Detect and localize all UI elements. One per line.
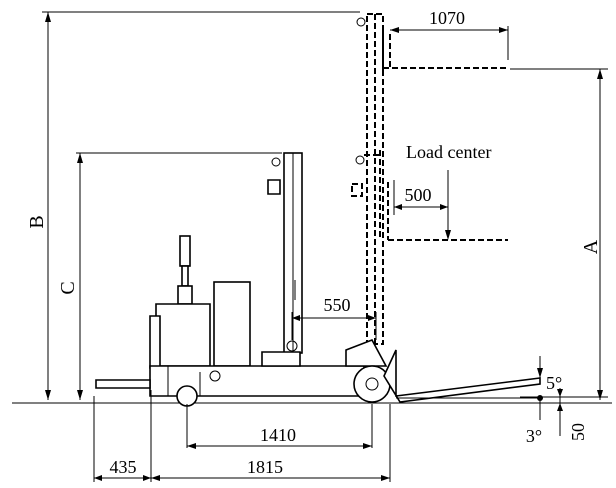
- dimension-load-center: 500: [393, 180, 448, 215]
- load-center-label: Load center: [406, 142, 491, 162]
- dimension-c-label: C: [57, 281, 79, 294]
- tilt-angles: 5° 3°: [526, 356, 562, 446]
- truck-body: [95, 235, 541, 407]
- forward-tilt-label: 5°: [546, 373, 562, 393]
- backward-tilt-label: 3°: [526, 426, 542, 446]
- dimension-b: B: [26, 11, 360, 400]
- dimension-a: A: [510, 68, 608, 400]
- lowered-mast: [267, 152, 303, 354]
- fork-height-value: 50: [568, 423, 588, 441]
- dimension-b-label: B: [26, 215, 48, 228]
- load-center-value: 500: [405, 185, 432, 205]
- dimension-a-label: A: [580, 239, 602, 254]
- dimension-overall-length: 1815: [151, 457, 390, 481]
- dimension-rear-overhang: 435: [94, 457, 151, 481]
- dimension-mast-offset: 550: [291, 295, 377, 340]
- dimension-c: C: [57, 152, 282, 400]
- wheelbase-value: 1410: [260, 425, 296, 445]
- fork-extension-value: 1070: [429, 8, 465, 28]
- mast-offset-value: 550: [324, 295, 351, 315]
- dimension-fork-extension: 1070: [390, 8, 509, 60]
- dimension-fork-height: 50: [520, 388, 608, 441]
- rear-overhang-value: 435: [110, 457, 137, 477]
- overall-length-value: 1815: [247, 457, 283, 477]
- dimension-wheelbase: 1410: [187, 425, 372, 449]
- mid-carriage: [351, 150, 508, 241]
